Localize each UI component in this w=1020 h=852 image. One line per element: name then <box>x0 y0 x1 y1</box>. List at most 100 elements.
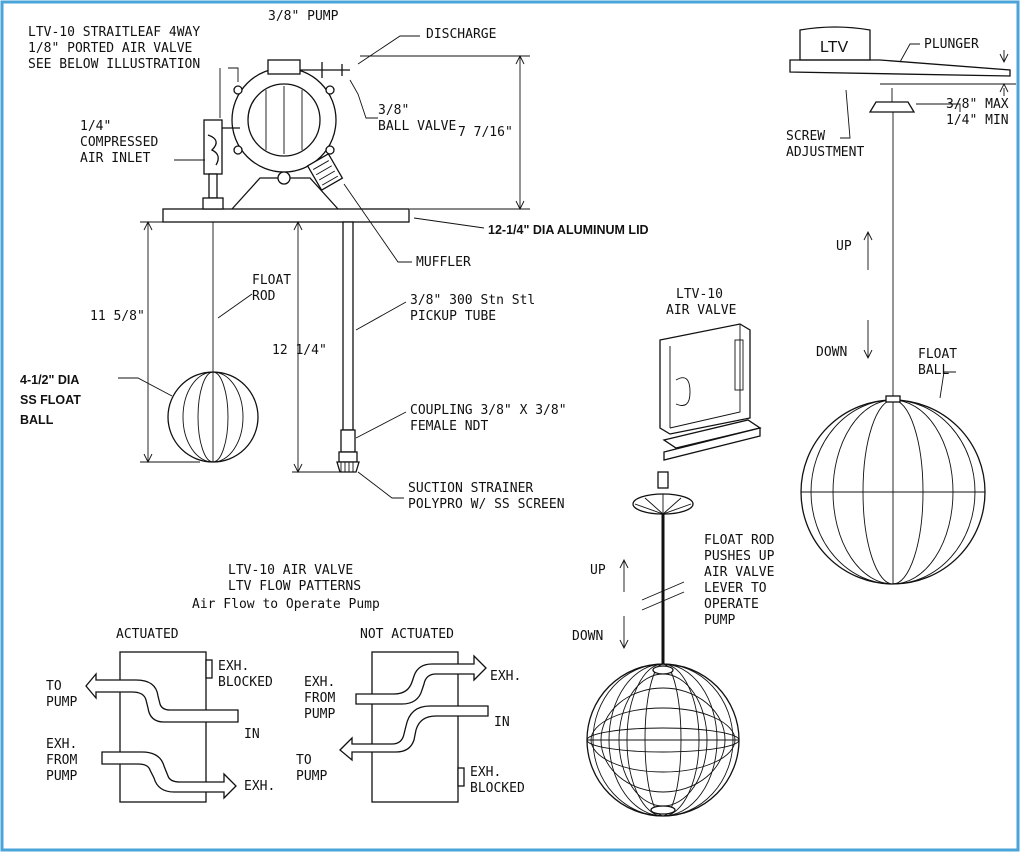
a-exh-from-3: PUMP <box>46 769 77 784</box>
gap-arrows <box>999 50 1009 96</box>
ltv10-label-1: LTV-10 <box>676 287 723 302</box>
dim-11-5-8-label: 11 5/8" <box>90 309 145 324</box>
dim-11-5-8 <box>140 220 200 464</box>
ltv-lever <box>789 59 1011 77</box>
ss-ball-label-3: BALL <box>20 413 54 427</box>
right-up-arrow <box>863 230 873 270</box>
air-inlet-label-2: COMPRESSED <box>80 135 158 150</box>
valve-label-line3: SEE BELOW ILLUSTRATION <box>28 57 200 72</box>
not-actuated-label: NOT ACTUATED <box>360 627 454 642</box>
rod-break-marks <box>641 581 685 611</box>
ss-ball-label-1: 4-1/2" DIA <box>20 373 79 387</box>
a-in: IN <box>244 727 260 742</box>
leader-valve <box>219 67 239 118</box>
float-rod-label-2: ROD <box>252 289 276 304</box>
leader-coupling <box>355 411 407 439</box>
n-in: IN <box>494 715 510 730</box>
strainer-screen <box>340 462 354 472</box>
n-exh-from-1: EXH. <box>304 675 335 690</box>
air-inlet-fitting <box>207 134 219 166</box>
float-rod-label-1: FLOAT <box>252 273 291 288</box>
pump-bolt <box>233 85 243 95</box>
rod-note-4: LEVER TO <box>704 581 767 596</box>
right-float-ball <box>800 395 986 585</box>
right-up-label: UP <box>836 239 852 254</box>
leader-lid <box>413 217 485 229</box>
pump-assembly: 3/8" PUMP LTV-10 STRAITLEAF 4WAY 1/8" PO… <box>20 9 649 512</box>
aluminum-lid <box>162 208 410 223</box>
ltv-housing <box>799 26 871 61</box>
pump-manifold <box>267 59 301 75</box>
rod-note-1: FLOAT ROD <box>704 533 775 548</box>
mid-up-arrow <box>619 558 629 592</box>
adjust-disc <box>868 101 916 113</box>
n-exh-from-3: PUMP <box>304 707 335 722</box>
max-min-label-2: 1/4" MIN <box>946 113 1009 128</box>
ss-ball-label-2: SS FLOAT <box>20 393 81 407</box>
air-valve-edges <box>669 324 741 429</box>
dim-12-1-4-label: 12 1/4" <box>272 343 327 358</box>
ball-valve-label-1: 3/8" <box>378 103 409 118</box>
strainer-label-1: SUCTION STRAINER <box>408 481 533 496</box>
coupling <box>340 429 356 453</box>
pickup-label-2: PICKUP TUBE <box>410 309 496 324</box>
strainer-label-2: POLYPRO W/ SS SCREEN <box>408 497 565 512</box>
suction-strainer <box>336 461 360 473</box>
right-down-arrow <box>863 320 873 360</box>
air-valve-slot <box>675 377 691 406</box>
coupling-label-2: FEMALE NDT <box>410 419 488 434</box>
ball-valve-label-2: BALL VALVE <box>378 119 456 134</box>
pickup-tube <box>342 221 354 431</box>
pickup-label-1: 3/8" 300 Stn Stl <box>410 293 535 308</box>
valve-mount <box>202 197 224 210</box>
rod-note-6: PUMP <box>704 613 735 628</box>
n-exh: EXH. <box>490 669 521 684</box>
pump-ribs <box>265 86 303 154</box>
flow-title-1: LTV-10 AIR VALVE <box>228 563 353 578</box>
mid-float-ball <box>586 663 740 817</box>
air-inlet-label-1: 1/4" <box>80 119 111 134</box>
dim-12-1-4 <box>292 220 340 474</box>
ball-valve <box>300 62 350 78</box>
air-valve-ports <box>734 339 744 391</box>
ltv10-label-2: AIR VALVE <box>666 303 736 318</box>
actuated-label: ACTUATED <box>116 627 179 642</box>
n-exh-blocked-2: BLOCKED <box>470 781 525 796</box>
n-to-pump-2: PUMP <box>296 769 327 784</box>
max-min-label-1: 3/8" MAX <box>946 97 1009 112</box>
a-to-pump-2: PUMP <box>46 695 77 710</box>
pump-diaphragm <box>247 83 321 157</box>
flow-title-2: LTV FLOW PATTERNS <box>228 579 361 594</box>
flow-title-3: Air Flow to Operate Pump <box>192 597 380 612</box>
air-inlet-label-3: AIR INLET <box>80 151 151 166</box>
screw-label-2: ADJUSTMENT <box>786 145 864 160</box>
flow-patterns: LTV-10 AIR VALVE LTV FLOW PATTERNS Air F… <box>46 563 525 803</box>
leader-float-ball <box>939 371 956 399</box>
air-valve-bracket <box>663 427 761 461</box>
n-to-pump-1: TO <box>296 753 312 768</box>
leader-strainer <box>357 471 404 499</box>
a-to-pump-1: TO <box>46 679 62 694</box>
pump-bolt <box>233 145 243 155</box>
a-exh-blocked-2: BLOCKED <box>218 675 273 690</box>
leader-pickup <box>355 301 407 331</box>
dim-7-7-16-label: 7 7/16" <box>458 125 513 140</box>
leader-float-rod <box>217 293 253 319</box>
n-exh-from-2: FROM <box>304 691 335 706</box>
rod-note-5: OPERATE <box>704 597 759 612</box>
air-valve-body <box>203 119 223 175</box>
ltv10-air-valve-detail: LTV-10 AIR VALVE UP DOWN <box>572 287 775 817</box>
right-down-label: DOWN <box>816 345 847 360</box>
lid-label: 12-1/4" DIA ALUMINUM LID <box>488 223 649 237</box>
pump-label: 3/8" PUMP <box>268 9 339 24</box>
ltv-housing-label: LTV <box>820 39 848 56</box>
leader-discharge <box>357 35 420 65</box>
actuated-arrow-to-pump <box>85 672 239 723</box>
not-actuated-blocked-port <box>457 767 465 787</box>
ltv-plunger-detail: LTV PLUNGER 3/8" MAX 1/4" MIN SCREW ADJU… <box>786 26 1016 585</box>
a-exh-blocked-1: EXH. <box>218 659 249 674</box>
valve-label-line1: LTV-10 STRAITLEAF 4WAY <box>28 25 200 40</box>
